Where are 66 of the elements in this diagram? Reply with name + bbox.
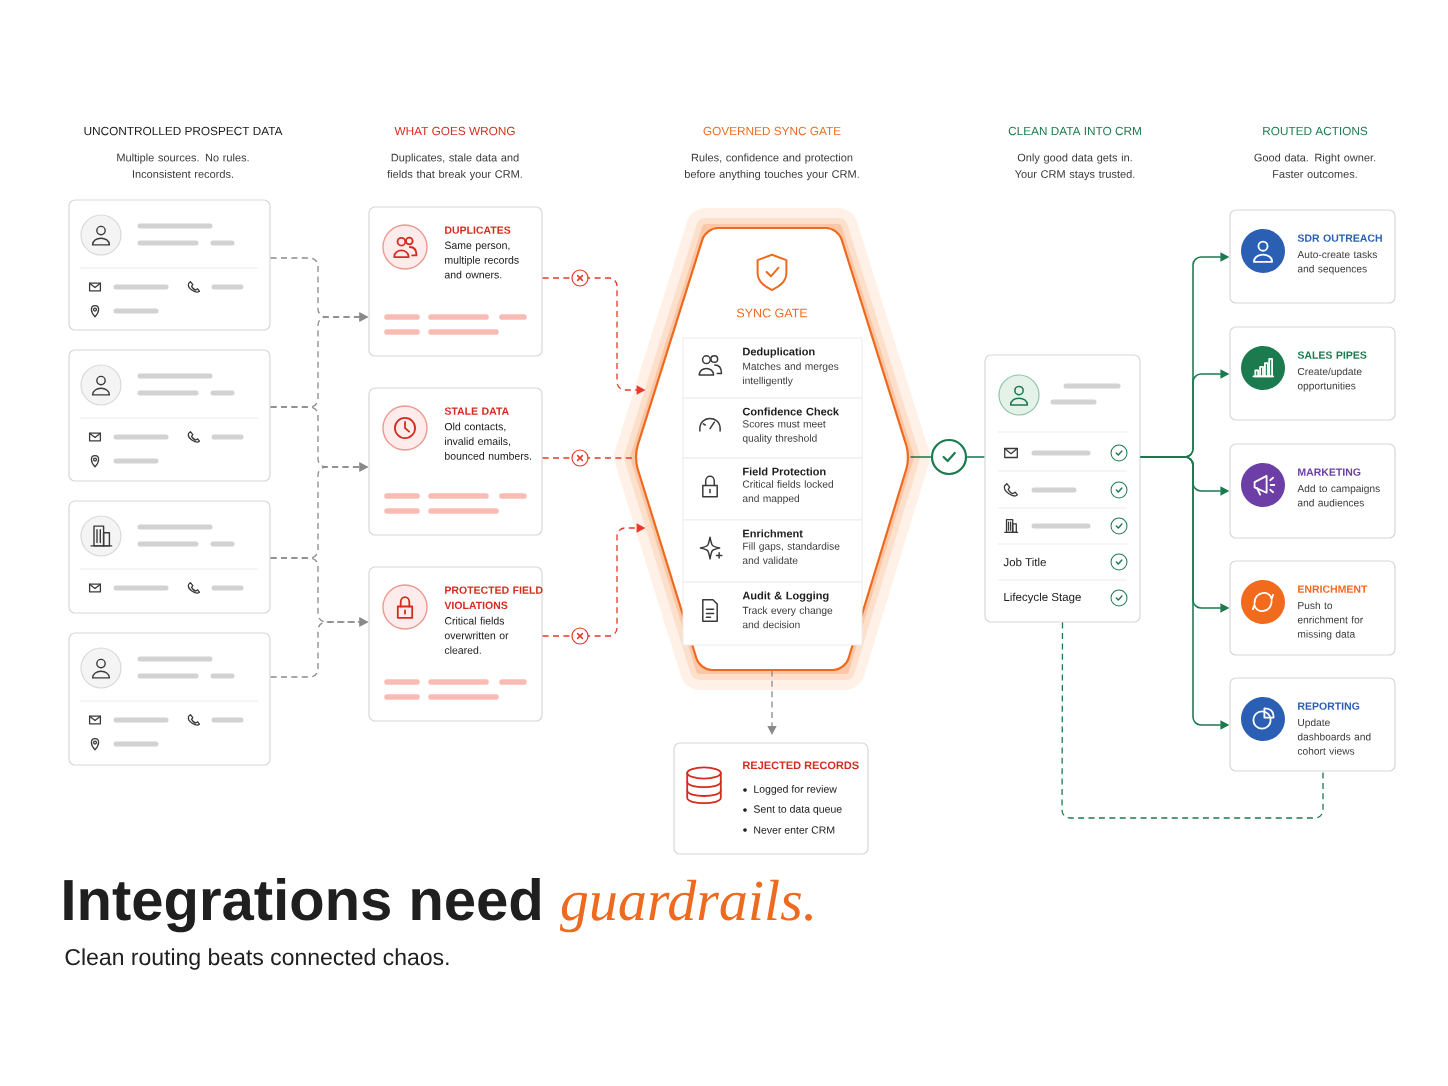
rule-description: Critical fields locked and mapped [742,480,833,505]
rule-description: Matches and merges intelligently [743,362,839,387]
action-card [1229,209,1396,304]
rule-title: Confidence Check [742,407,839,416]
record-card [68,500,271,614]
card-title: DUPLICATES [445,226,511,234]
connector-arrow [767,669,777,735]
column-heading: ROUTED ACTIONS [1263,126,1368,136]
action-card [1229,560,1396,656]
card-title: SALES PIPES [1297,351,1367,359]
rule-title: Deduplication [743,347,815,358]
gate-title: SYNC GATE [736,308,808,318]
column-heading: WHAT GOES WRONG [394,126,515,136]
column-heading: CLEAN DATA INTO CRM [1008,126,1141,136]
rule-description: Scores must meet quality threshold [742,420,826,444]
issue-card [368,387,543,536]
column-subtitle: Only good data gets in. Your CRM stays trusted. [1014,153,1135,181]
card-title: REJECTED RECORDS [743,761,859,770]
card-description: Create/update opportunities [1297,367,1362,392]
card-description: Add to campaigns and audiences [1297,484,1380,507]
headline: Integrations need guardrails. [64,877,812,933]
record-card [68,199,271,331]
card-title: MARKETING [1298,468,1361,476]
rule-title: Enrichment [743,529,803,538]
column-heading: UNCONTROLLED PROSPECT DATA [84,126,283,136]
rule-row [682,519,863,583]
rule-description: Track every change and decision [742,606,833,629]
card-description: Same person, multiple records and owners. [444,241,519,279]
rule-row [682,581,863,646]
card-title: PROTECTED FIELD VIOLATIONS [444,586,543,610]
issue-card [368,206,543,357]
crm-record-card [984,354,1141,623]
card-description: Update dashboards and cohort views [1297,718,1371,755]
record-card [68,349,271,482]
bullet-item: Logged for review [754,785,837,795]
card-description: Push to enrichment for missing data [1297,601,1363,640]
card-description: Critical fields overwritten or cleared. [444,616,509,654]
card-description: Auto-create tasks and sequences [1297,250,1377,275]
checkpoint-circle [930,438,968,476]
rule-title: Field Protection [743,467,826,476]
field-label: Job Title [1003,557,1046,567]
action-card [1229,677,1396,772]
column-subtitle: Multiple sources. No rules. Inconsistent records. [117,153,249,178]
field-label: Lifecycle Stage [1004,592,1081,604]
action-card [1229,326,1396,421]
card-title: STALE DATA [444,407,509,415]
column-subtitle: Duplicates, stale data and fields that break your CRM. [387,153,522,181]
column-heading: GOVERNED SYNC GATE [703,126,841,136]
rule-row [682,397,863,459]
card-title: SDR OUTREACH [1297,234,1382,242]
rejected-records-card [673,742,869,855]
bullet-item: Never enter CRM [754,826,835,834]
card-title: REPORTING [1298,702,1360,710]
rule-title: Audit & Logging [742,591,829,602]
subheadline: Clean routing beats connected chaos. [65,948,449,970]
rule-row [682,337,863,399]
record-card [68,632,271,766]
card-description: Old contacts, invalid emails, bounced numbers. [444,422,531,460]
column-subtitle: Good data. Right owner. Faster outcomes. [1254,153,1376,178]
column-subtitle: Rules, confidence and protection before anything touches your CRM. [685,153,859,181]
bullet-item: Sent to data queue [753,805,842,815]
issue-card [368,566,543,722]
card-title: ENRICHMENT [1298,585,1368,593]
rule-description: Fill gaps, standardise and validate [742,542,840,565]
rule-row [682,457,863,521]
action-card [1229,443,1396,539]
